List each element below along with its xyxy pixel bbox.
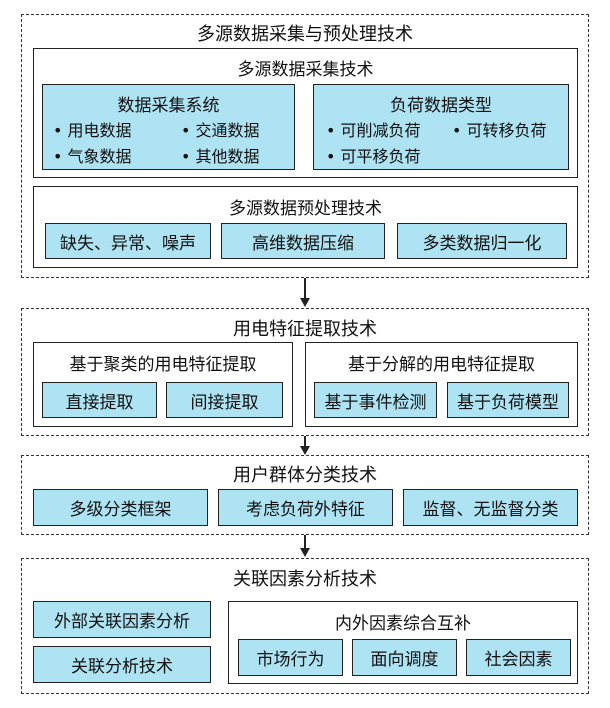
clustering-title: 基于聚类的用电特征提取	[69, 355, 257, 375]
bullet-item: • 气象数据	[53, 147, 132, 166]
indirect-extraction-box: 间接提取	[166, 382, 283, 418]
complement-item: 面向调度	[352, 639, 457, 676]
preprocess-item: 高维数据压缩	[221, 223, 385, 259]
complement-item: 社会因素	[466, 639, 571, 676]
classification-item: 多级分类框架	[33, 489, 208, 526]
preprocess-item: 多类数据归一化	[397, 223, 567, 259]
bullet-item: • 可平移负荷	[326, 147, 421, 166]
data-collection-system-title: 数据采集系统	[117, 96, 220, 116]
load-data-types-title: 负荷数据类型	[390, 96, 492, 116]
complement-title: 内外因素综合互补	[335, 614, 471, 634]
flow-arrow-head	[300, 548, 310, 557]
data-collection-system-box: 数据采集系统 • 用电数据 • 交通数据 • 气象数据 • 其他数据	[42, 84, 295, 170]
external-factor-analysis-box: 外部关联因素分析	[33, 601, 211, 638]
preprocess-title: 多源数据预处理技术	[229, 199, 382, 219]
correlation-technique-box: 关联分析技术	[33, 646, 211, 683]
flow-arrow-head	[300, 298, 310, 307]
bullet-item: • 可削减负荷	[326, 121, 421, 140]
bullet-item: • 交通数据	[181, 121, 260, 140]
section2-title: 用电特征提取技术	[233, 319, 377, 340]
section4-title: 关联因素分析技术	[233, 569, 377, 590]
bullet-item: • 其他数据	[181, 147, 260, 166]
preprocess-item: 缺失、异常、噪声	[45, 223, 211, 259]
collection-title: 多源数据采集技术	[237, 60, 374, 80]
event-detection-box: 基于事件检测	[314, 382, 437, 418]
classification-item: 监督、无监督分类	[403, 489, 578, 526]
classification-item: 考虑负荷外特征	[218, 489, 393, 526]
flow-arrow	[304, 436, 306, 448]
bullet-item: • 用电数据	[53, 121, 132, 140]
section1-title: 多源数据采集与预处理技术	[197, 24, 413, 45]
direct-extraction-box: 直接提取	[42, 382, 157, 418]
bullet-item: • 可转移负荷	[452, 121, 547, 140]
load-model-box: 基于负荷模型	[447, 382, 569, 418]
flow-arrow	[304, 278, 306, 300]
decomposition-title: 基于分解的用电特征提取	[348, 355, 535, 375]
load-data-types-box: 负荷数据类型 • 可削减负荷 • 可转移负荷 • 可平移负荷	[313, 84, 569, 170]
flow-arrow	[304, 535, 306, 549]
flow-arrow-head	[300, 446, 310, 455]
complement-item: 市场行为	[238, 639, 343, 676]
section3-title: 用户群体分类技术	[233, 465, 377, 486]
